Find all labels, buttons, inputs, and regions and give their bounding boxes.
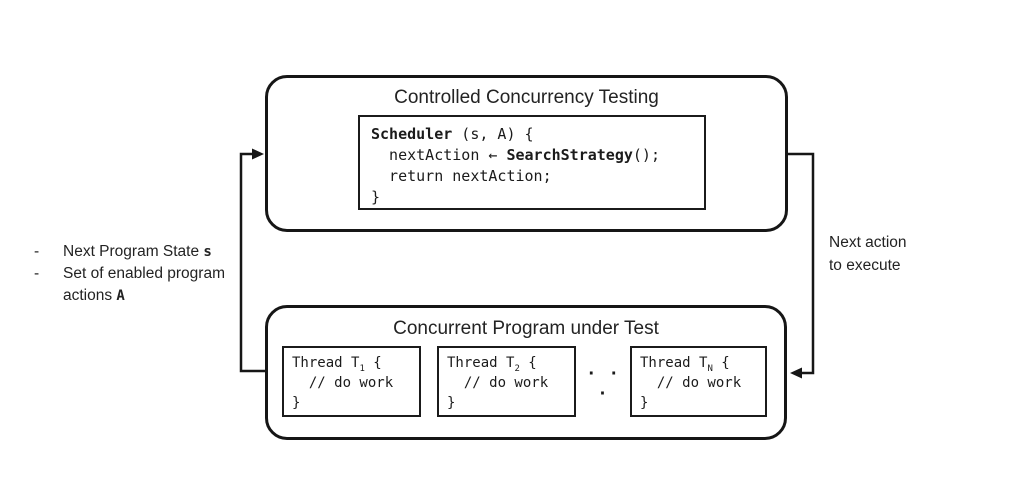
thread-1-name: Thread T: [292, 355, 360, 371]
thread-n-box: Thread TN { // do work }: [630, 346, 767, 417]
note-item-enabled-actions: - Set of enabled program actions A: [34, 263, 254, 307]
thread-2-body: // do work: [447, 375, 549, 391]
concurrent-program-under-test-box: Concurrent Program under Test Thread T1 …: [265, 305, 787, 440]
actions-symbol: A: [116, 288, 125, 304]
next-action-line2: to execute: [829, 257, 901, 274]
next-action-arrow-line: [788, 152, 815, 375]
thread-1-header: Thread T1 {: [292, 353, 419, 373]
controlled-concurrency-testing-box: Controlled Concurrency Testing Scheduler…: [265, 75, 788, 232]
thread-2-header: Thread T2 {: [447, 353, 574, 373]
bullet-dash: -: [34, 265, 40, 282]
next-action-arrowhead: [790, 367, 802, 379]
nextaction-assign: nextAction ←: [371, 146, 507, 164]
thread-2-open-brace: {: [519, 355, 537, 371]
code-line-scheduler: Scheduler (s, A) {: [371, 124, 704, 145]
program-state-text: Next Program State: [63, 243, 204, 260]
scheduler-code-box: Scheduler (s, A) { nextAction ← SearchSt…: [358, 115, 706, 210]
state-feedback-arrowhead: [252, 148, 264, 160]
thread-n-subscript: N: [707, 363, 713, 374]
thread-n-name: Thread T: [640, 355, 708, 371]
scheduler-inputs-note: - Next Program State s - Set of enabled …: [34, 241, 254, 307]
thread-1-close-brace: }: [292, 395, 301, 411]
state-symbol: s: [203, 244, 212, 260]
thread-2-name: Thread T: [447, 355, 515, 371]
thread-1-open-brace: {: [364, 355, 382, 371]
thread-n-header: Thread TN {: [640, 353, 765, 373]
bullet-dash: -: [34, 243, 40, 260]
enabled-actions-line2: actions: [63, 287, 117, 304]
thread-1-box: Thread T1 { // do work }: [282, 346, 421, 417]
thread-2-box: Thread T2 { // do work }: [437, 346, 576, 417]
note-item-text: Next Program State s: [63, 241, 212, 263]
thread-1-body: // do work: [292, 375, 394, 391]
next-action-line1: Next action: [829, 234, 907, 251]
note-item-program-state: - Next Program State s: [34, 241, 254, 263]
threads-ellipsis: · · ·: [586, 364, 620, 404]
next-action-note: Next action to execute: [829, 231, 907, 277]
thread-1-subscript: 1: [359, 363, 365, 374]
thread-n-open-brace: {: [712, 355, 730, 371]
top-box-title: Controlled Concurrency Testing: [394, 87, 659, 108]
searchstrategy-call: ();: [632, 146, 660, 164]
state-feedback-arrow-line: [239, 152, 265, 373]
searchstrategy-keyword: SearchStrategy: [506, 146, 633, 164]
bottom-box-title: Concurrent Program under Test: [393, 318, 659, 339]
thread-2-subscript: 2: [514, 363, 520, 374]
scheduler-keyword: Scheduler: [371, 125, 453, 143]
code-line-nextaction: nextAction ← SearchStrategy();: [371, 145, 704, 166]
scheduler-args: (s, A) {: [452, 125, 534, 143]
thread-n-close-brace: }: [640, 395, 649, 411]
thread-2-close-brace: }: [447, 395, 456, 411]
note-item-text: Set of enabled program actions A: [63, 263, 225, 307]
enabled-actions-line1: Set of enabled program: [63, 265, 225, 282]
code-line-close-brace: }: [371, 188, 381, 206]
code-line-return: return nextAction;: [371, 167, 552, 185]
thread-n-body: // do work: [640, 375, 742, 391]
